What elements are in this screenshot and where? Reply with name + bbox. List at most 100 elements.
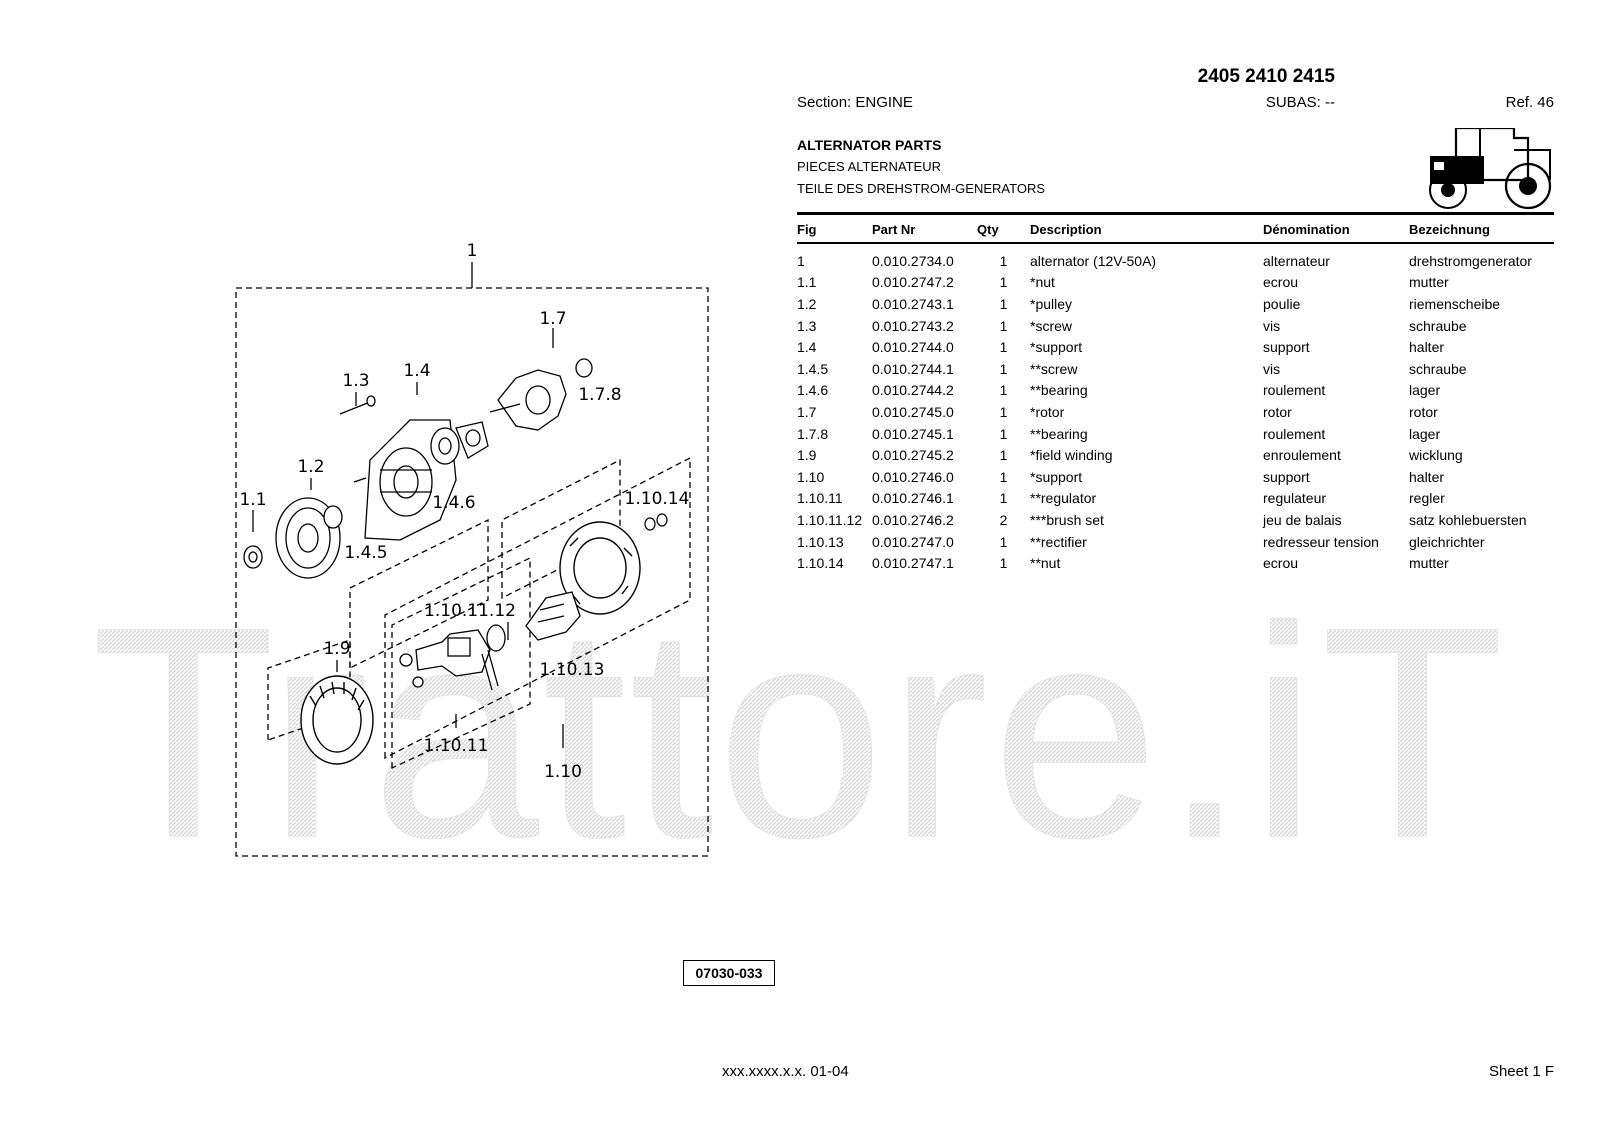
title-french: PIECES ALTERNATEUR (797, 159, 941, 174)
cell-denomination: roulement (1263, 382, 1326, 399)
cell-bezeichnung: schraube (1409, 360, 1467, 377)
cell-bezeichnung: halter (1409, 468, 1445, 485)
cell-part: 0.010.2743.1 (872, 295, 954, 312)
table-row: 1.4.6 0.010.2744.2 1 **bearing roulement… (797, 380, 1559, 402)
col-part-header: Part Nr (872, 221, 916, 237)
cell-denomination: poulie (1263, 295, 1301, 312)
cell-qty: 1 (999, 403, 1008, 420)
model-numbers: 2405 2410 2415 (1197, 66, 1335, 87)
subas-label: SUBAS: -- (1265, 94, 1335, 111)
cell-part: 0.010.2743.2 (872, 317, 954, 334)
group-1-4 (349, 518, 489, 670)
label-1-10: 1.10 (544, 762, 582, 782)
rectifier-1-10-13 (525, 591, 581, 641)
cell-fig: 1.3 (797, 317, 817, 334)
regulator-1-10-11 (399, 624, 506, 691)
cell-fig: 1 (797, 252, 805, 269)
cell-description: *screw (1030, 317, 1073, 334)
cell-bezeichnung: satz kohlebuersten (1409, 511, 1527, 528)
col-fig-header: Fig (797, 221, 817, 237)
cell-fig: 1.10.11.12 (797, 511, 863, 528)
cell-bezeichnung: mutter (1409, 274, 1449, 291)
table-row: 1.3 0.010.2743.2 1 *screw vis schraube (797, 315, 1559, 337)
table-row: 1.4 0.010.2744.0 1 *support support halt… (797, 336, 1559, 358)
cell-part: 0.010.2745.1 (872, 425, 954, 442)
cell-qty: 1 (999, 447, 1008, 464)
table-top-rule (797, 212, 1554, 215)
label-1: 1 (467, 241, 478, 261)
nut-1-10-14 (644, 513, 668, 531)
cell-description: **bearing (1030, 382, 1088, 399)
table-row: 1.10.11 0.010.2746.1 1 **regulator regul… (797, 488, 1559, 510)
cell-qty: 1 (999, 295, 1008, 312)
col-qty-header: Qty (977, 221, 999, 237)
label-1-4: 1.4 (403, 361, 430, 381)
table-row: 1.10.13 0.010.2747.0 1 **rectifier redre… (797, 531, 1559, 553)
cell-qty: 1 (999, 382, 1008, 399)
cell-bezeichnung: lager (1409, 425, 1441, 442)
col-denomination-header: Dénomination (1263, 221, 1350, 237)
pulley-1-2 (275, 497, 343, 579)
cell-qty: 2 (999, 511, 1008, 528)
cell-bezeichnung: halter (1409, 339, 1445, 356)
table-row: 1.4.5 0.010.2744.1 1 **screw vis schraub… (797, 358, 1559, 380)
cell-denomination: ecrou (1263, 274, 1299, 291)
rotor-1-7 (489, 358, 593, 431)
cell-denomination: support (1263, 468, 1310, 485)
cell-denomination: support (1263, 339, 1310, 356)
label-1-10-14: 1.10.14 (625, 489, 690, 509)
table-row: 1.7 0.010.2745.0 1 *rotor rotor rotor (797, 401, 1559, 423)
table-row: 1.10.14 0.010.2747.1 1 **nut ecrou mutte… (797, 552, 1559, 574)
cell-fig: 1.4.5 (797, 360, 829, 377)
support-1-10 (559, 521, 641, 615)
cell-description: **bearing (1030, 425, 1088, 442)
cell-description: **regulator (1030, 490, 1097, 507)
col-bezeichnung-header: Bezeichnung (1409, 221, 1490, 237)
group-1-10 (384, 456, 691, 760)
parts-table: Fig Part Nr Qty Description Dénomination… (797, 216, 1559, 574)
cell-denomination: redresseur tension (1263, 533, 1379, 550)
label-1-2: 1.2 (297, 457, 324, 477)
cell-description: **rectifier (1030, 533, 1087, 550)
cell-fig: 1.9 (797, 447, 817, 464)
label-1-4-6: 1.4.6 (432, 493, 475, 513)
label-1-10-11-12: 1.10.11.12 (424, 601, 516, 621)
cell-qty: 1 (999, 317, 1008, 334)
tractor-icon (1429, 128, 1552, 210)
table-row: 1.2 0.010.2743.1 1 *pulley poulie riemen… (797, 293, 1559, 315)
cell-qty: 1 (999, 425, 1008, 442)
cell-bezeichnung: rotor (1409, 403, 1438, 420)
cell-qty: 1 (999, 468, 1008, 485)
section-label: Section: ENGINE (797, 94, 913, 111)
cell-part: 0.010.2747.1 (872, 555, 954, 572)
cell-denomination: regulateur (1263, 490, 1327, 507)
cell-qty: 1 (999, 490, 1008, 507)
label-1-1: 1.1 (239, 490, 266, 510)
title-english: ALTERNATOR PARTS (797, 137, 942, 153)
cell-denomination: jeu de balais (1263, 511, 1342, 528)
cell-description: *field winding (1030, 447, 1113, 464)
cell-part: 0.010.2745.0 (872, 403, 954, 420)
cell-part: 0.010.2746.0 (872, 468, 954, 485)
cell-fig: 1.7.8 (797, 425, 829, 442)
cell-description: *pulley (1030, 295, 1073, 312)
cell-qty: 1 (999, 252, 1008, 269)
cell-part: 0.010.2747.0 (872, 533, 954, 550)
table-row: 1.7.8 0.010.2745.1 1 **bearing roulement… (797, 423, 1559, 445)
cell-part: 0.010.2745.2 (872, 447, 954, 464)
footer-code: xxx.xxxx.x.x. 01-04 (722, 1063, 849, 1080)
watermark-text: Trattore.iT (92, 598, 1508, 858)
cell-bezeichnung: wicklung (1409, 447, 1463, 464)
cell-bezeichnung: drehstromgenerator (1409, 252, 1532, 269)
cell-fig: 1.10.13 (797, 533, 844, 550)
cell-bezeichnung: lager (1409, 382, 1441, 399)
cell-fig: 1.10 (797, 468, 825, 485)
cell-fig: 1.1 (797, 274, 817, 291)
cell-description: **nut (1030, 555, 1061, 572)
cell-part: 0.010.2746.2 (872, 511, 954, 528)
label-1-4-5: 1.4.5 (344, 543, 387, 563)
cell-fig: 1.4 (797, 339, 817, 356)
cell-qty: 1 (999, 339, 1008, 356)
cell-fig: 1.7 (797, 403, 817, 420)
cell-part: 0.010.2746.1 (872, 490, 954, 507)
